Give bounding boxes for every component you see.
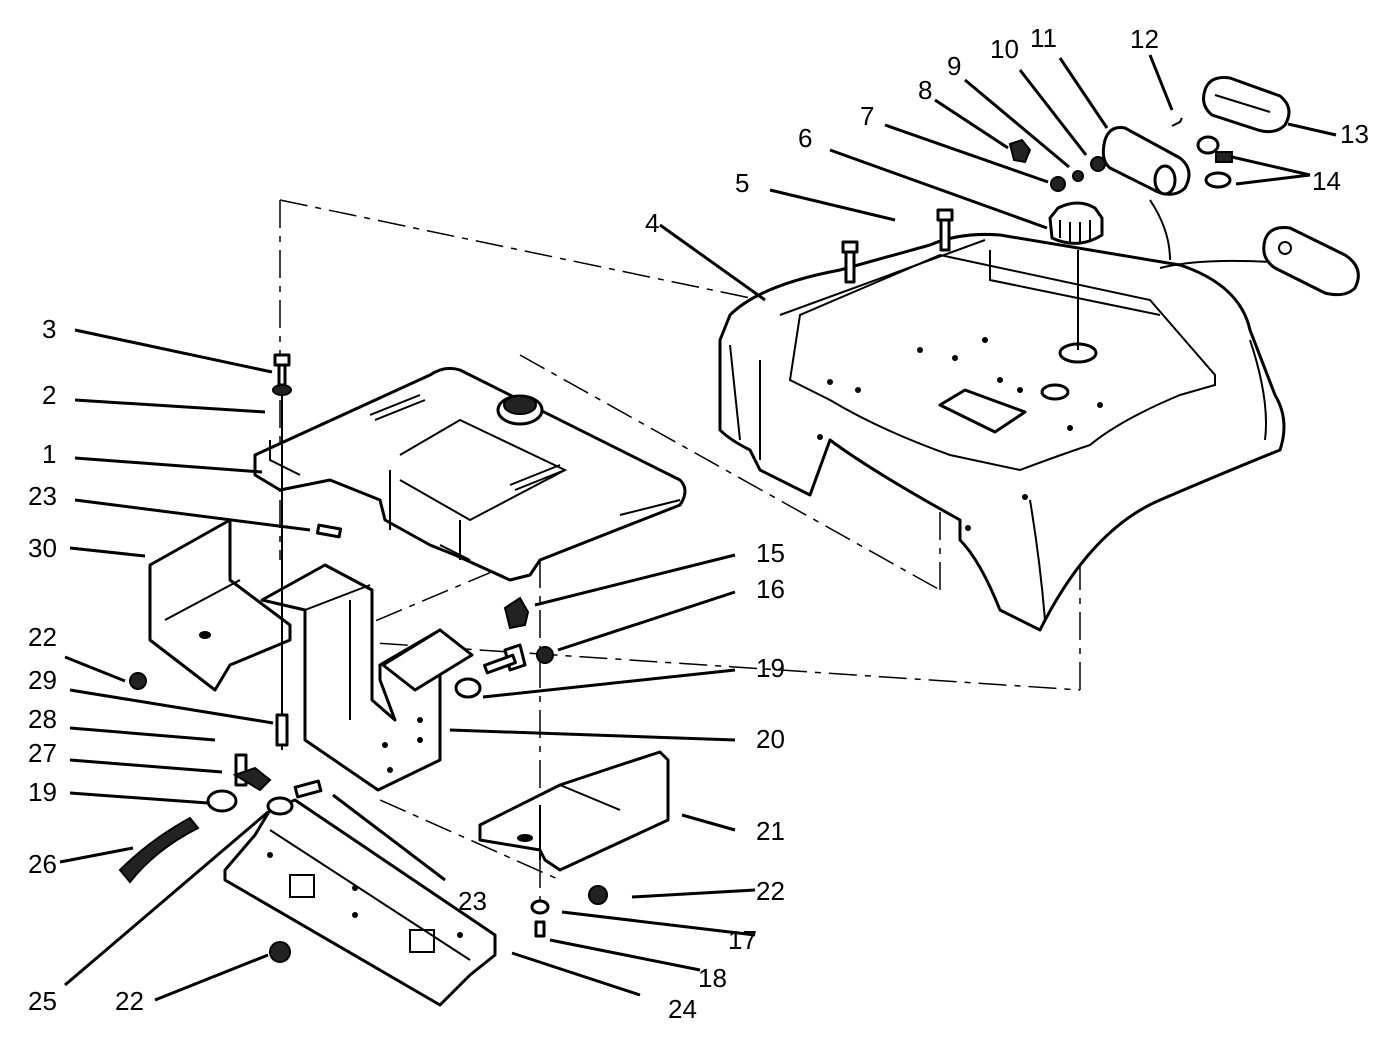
lamp-lens [1202,76,1291,134]
callout-11: 11 [1030,23,1057,53]
callout-25: 25 [28,986,57,1016]
callout-2: 2 [42,380,56,410]
callout-15: 15 [756,538,785,568]
callout-labels: 3 2 1 23 30 22 29 28 27 19 26 25 22 23 2… [28,23,1369,1024]
callout-17: 17 [728,925,757,955]
fender-mounting-holes [817,337,1103,531]
callout-14: 14 [1312,166,1341,196]
fuel-cap [1048,201,1104,350]
callout-19: 19 [28,777,57,807]
lamp-bulbs [1196,135,1233,189]
callout-29: 29 [28,665,57,695]
lamp-housing-assembled [1149,199,1360,297]
callout-8: 8 [918,75,932,105]
leader-lines [59,54,1337,1002]
left-hardware-stack [118,353,608,963]
bottom-mounting-plate [223,798,497,1007]
left-bracket [148,518,292,692]
callout-30: 30 [28,533,57,563]
callout-1: 1 [42,439,56,469]
callout-6: 6 [798,123,812,153]
callout-24: 24 [668,994,697,1024]
callout-23: 23 [458,886,487,916]
right-lower-bracket [478,750,670,872]
seat-base-tank [253,366,687,582]
callout-4: 4 [645,208,659,238]
callout-22: 22 [756,876,785,906]
fender-bolts [841,208,954,284]
callout-12: 12 [1130,24,1159,54]
callout-10: 10 [990,34,1019,64]
callout-26: 26 [28,849,57,879]
callout-16: 16 [756,574,785,604]
small-hardware-upper [1008,117,1183,192]
callout-3: 3 [42,314,56,344]
lamp-housing [1101,126,1191,196]
callout-7: 7 [860,101,874,131]
callout-9: 9 [947,51,961,81]
callout-21: 21 [756,816,785,846]
callout-13: 13 [1340,119,1369,149]
callout-28: 28 [28,704,57,734]
center-bracket [260,563,474,792]
callout-20: 20 [756,724,785,754]
fender-hood [718,232,1286,632]
callout-23: 23 [28,481,57,511]
callout-22: 22 [28,622,57,652]
fuel-fittings [454,596,554,699]
callout-19: 19 [756,653,785,683]
callout-18: 18 [698,963,727,993]
callout-27: 27 [28,738,57,768]
callout-5: 5 [735,168,749,198]
callout-22: 22 [115,986,144,1016]
